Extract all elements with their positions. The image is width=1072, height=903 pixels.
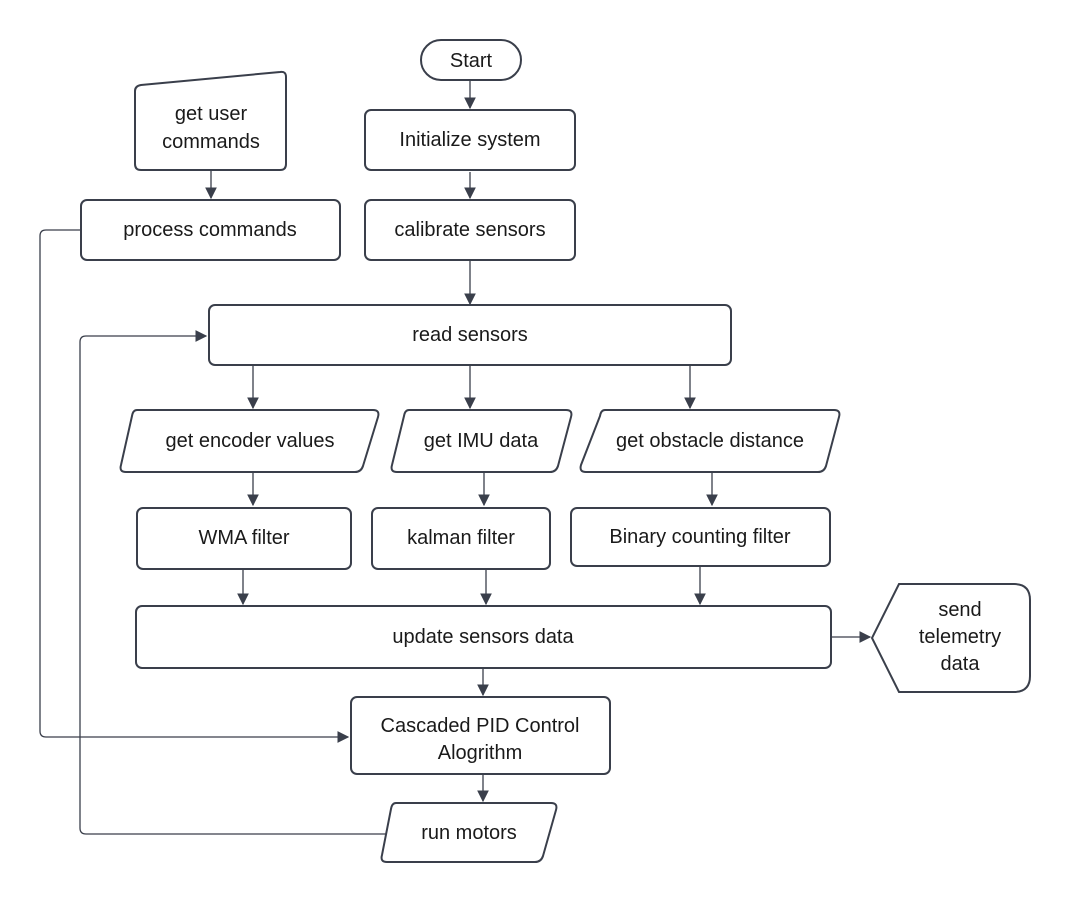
node-start: Start (420, 39, 522, 81)
edge-motors-read-loop (79, 330, 391, 835)
binary-filter-label: Binary counting filter (609, 526, 791, 548)
node-get-encoder-values: get encoder values (119, 409, 380, 473)
node-get-obstacle-distance: get obstacle distance (579, 409, 841, 473)
edge-process-pid (39, 229, 350, 743)
node-read-sensors: read sensors (208, 304, 732, 366)
read-sensors-label: read sensors (412, 324, 528, 346)
node-send-telemetry-data: send telemetry data (870, 583, 1031, 693)
start-label: Start (450, 50, 493, 72)
node-get-user-commands: get user commands (134, 70, 287, 171)
node-initialize-system: Initialize system (364, 109, 576, 171)
node-binary-counting-filter: Binary counting filter (570, 507, 831, 567)
telemetry-label-line3: data (941, 653, 981, 675)
node-run-motors: run motors (380, 802, 558, 863)
initialize-system-label: Initialize system (399, 129, 540, 151)
node-wma-filter: WMA filter (136, 507, 352, 570)
node-cascaded-pid-control: Cascaded PID Control Alogrithm (350, 696, 611, 775)
process-commands-label: process commands (123, 219, 296, 241)
node-update-sensors-data: update sensors data (135, 605, 832, 669)
user-commands-label-line1: get user (175, 103, 248, 125)
node-process-commands: process commands (80, 199, 341, 261)
imu-data-label: get IMU data (424, 430, 539, 452)
pid-label-line2: Alogrithm (438, 742, 522, 764)
user-commands-label-line2: commands (162, 131, 260, 153)
connectors (39, 81, 872, 835)
update-sensors-data-label: update sensors data (392, 626, 574, 648)
telemetry-label-line1: send (938, 599, 981, 621)
calibrate-sensors-label: calibrate sensors (394, 219, 545, 241)
wma-filter-label: WMA filter (198, 527, 289, 549)
run-motors-label: run motors (421, 822, 517, 844)
node-get-imu-data: get IMU data (390, 409, 573, 473)
node-calibrate-sensors: calibrate sensors (364, 199, 576, 261)
encoder-values-label: get encoder values (165, 430, 334, 452)
node-kalman-filter: kalman filter (371, 507, 551, 570)
kalman-filter-label: kalman filter (407, 527, 515, 549)
telemetry-label-line2: telemetry (919, 626, 1001, 648)
obstacle-distance-label: get obstacle distance (616, 430, 804, 452)
pid-label-line1: Cascaded PID Control (381, 715, 580, 737)
